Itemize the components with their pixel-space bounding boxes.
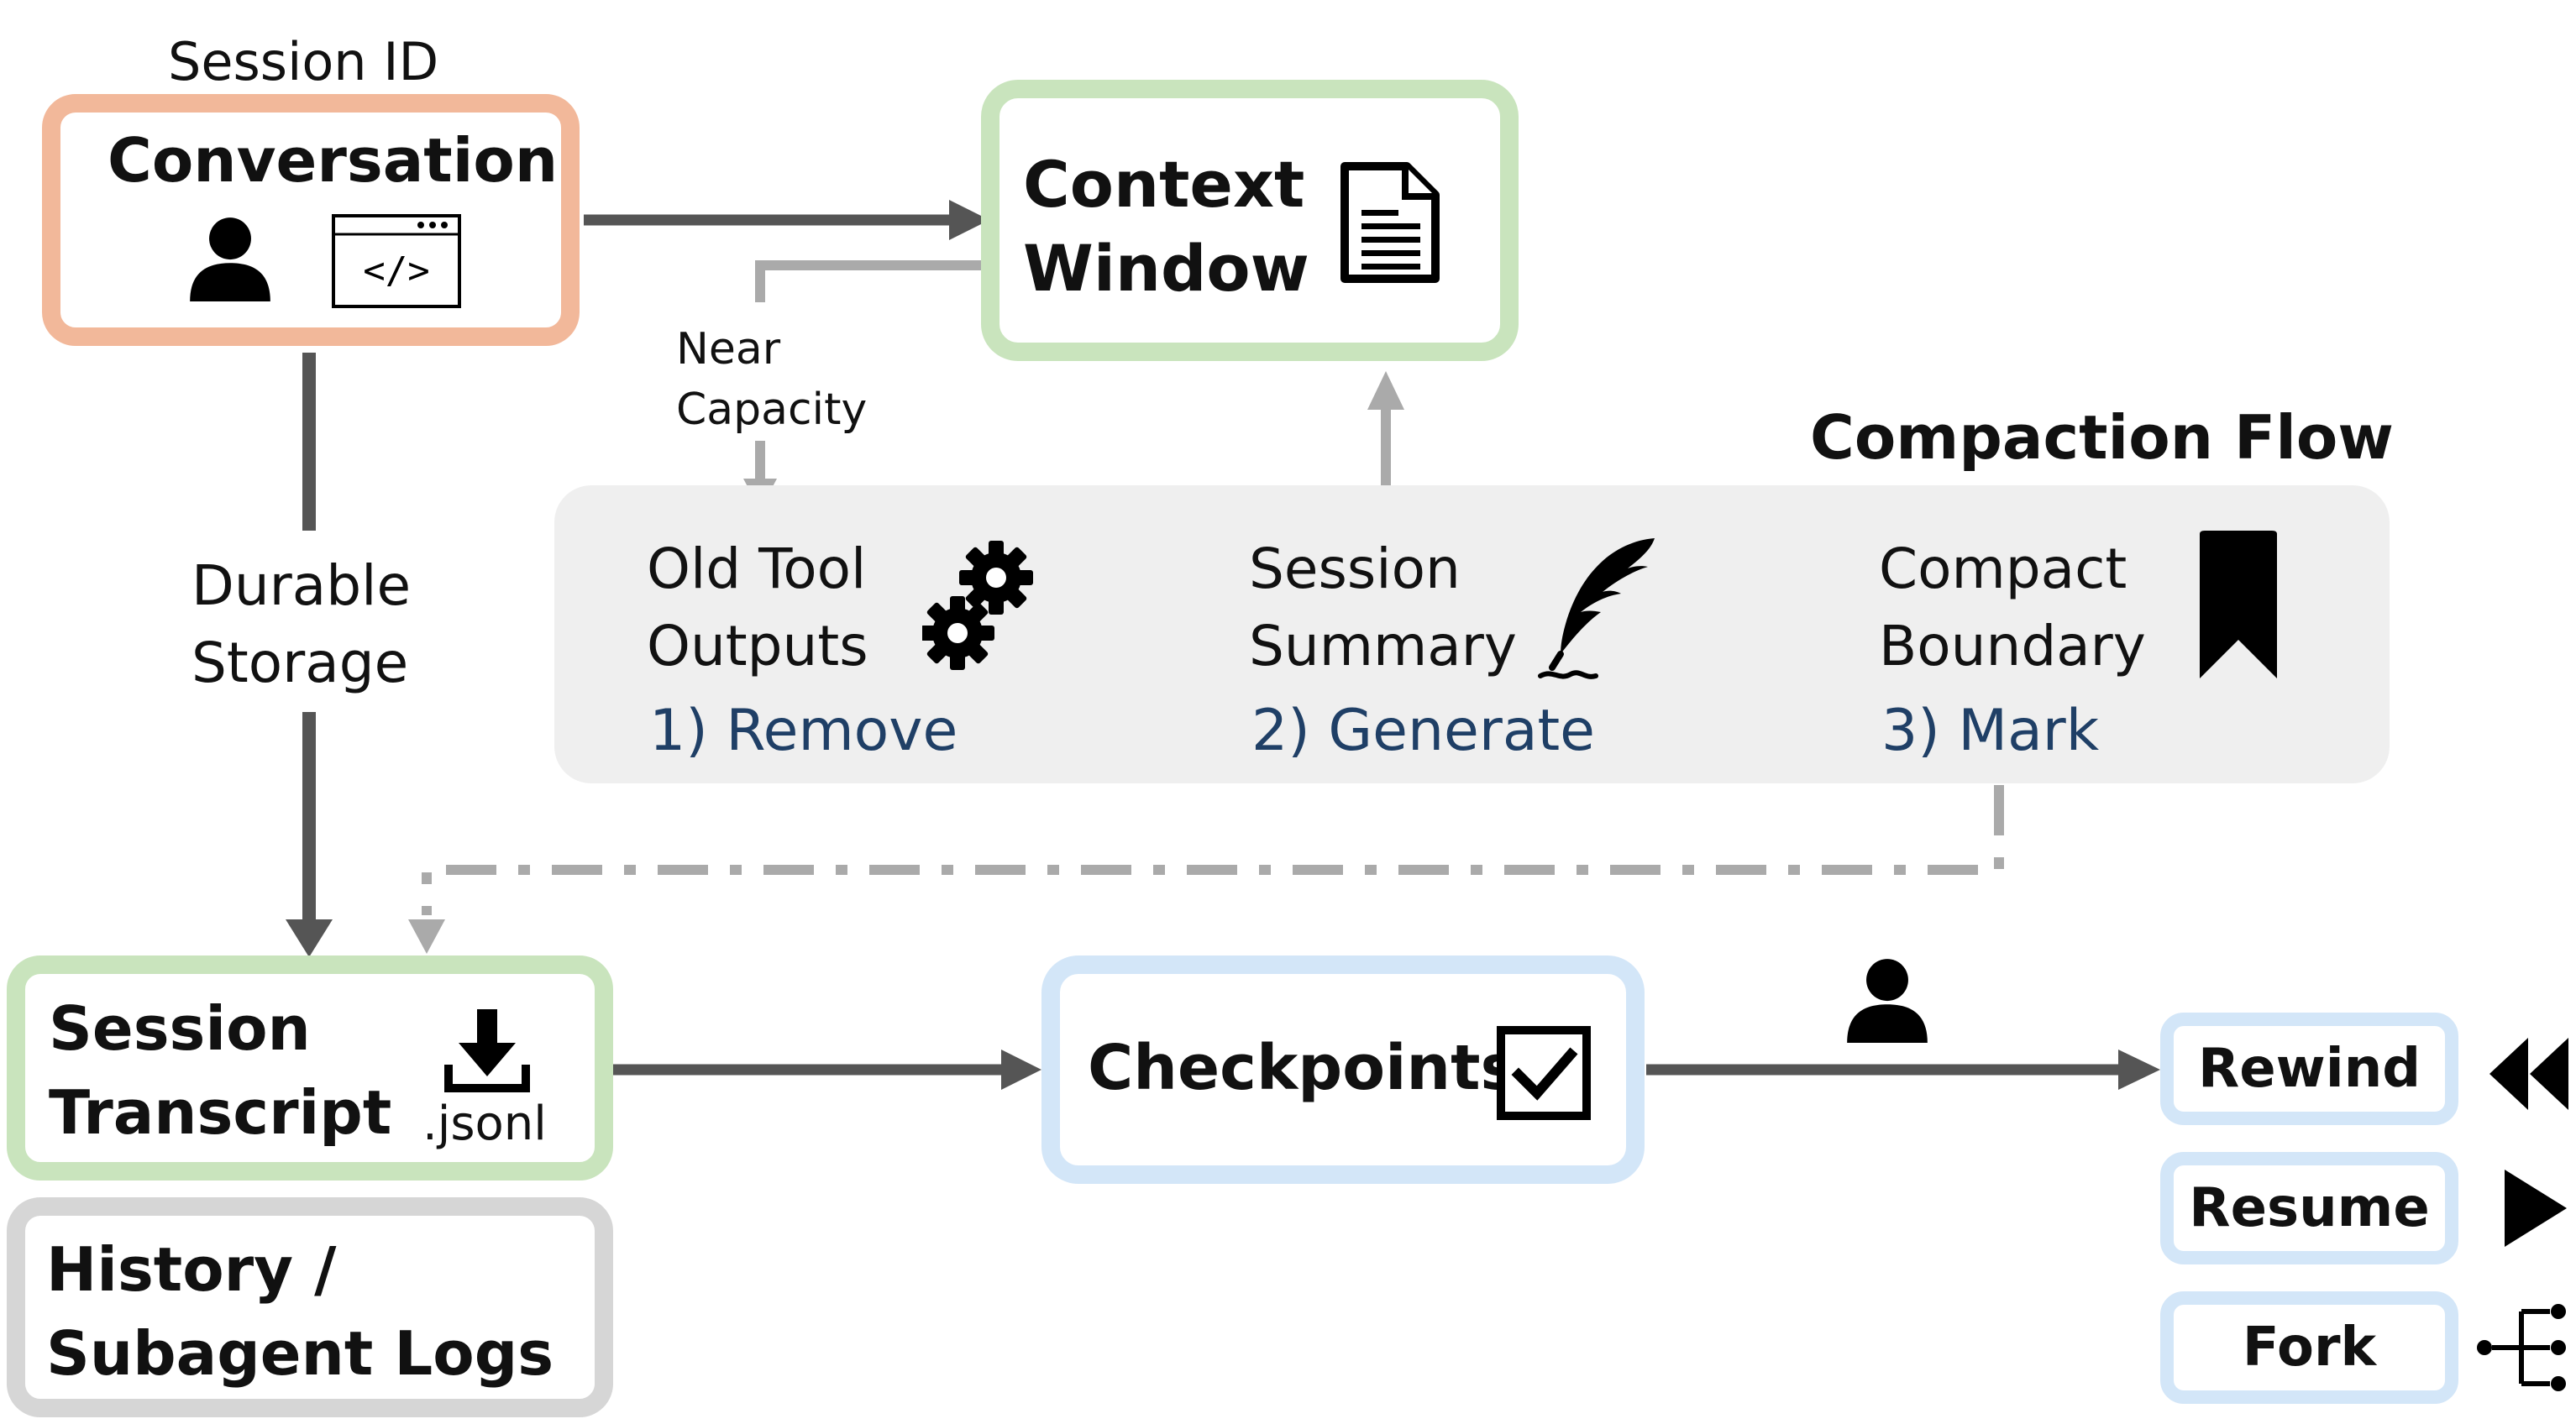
resume-label: Resume (2189, 1177, 2430, 1239)
context-window-title: Context Window (1023, 143, 1309, 311)
durable-storage-line2: Storage (191, 631, 409, 695)
fork-icon[interactable] (2476, 1300, 2572, 1395)
compaction-step-remove: Old Tool Outputs (647, 531, 868, 685)
step-generate-action: 2) Generate (1251, 698, 1595, 764)
download-icon (444, 1009, 530, 1092)
arrow-near-capacity (755, 260, 981, 302)
user-icon (190, 217, 270, 301)
quill-icon (1538, 538, 1655, 679)
step-remove-line1: Old Tool (647, 537, 867, 601)
near-capacity-label: Near Capacity (676, 319, 867, 440)
conversation-title: Conversation (108, 125, 559, 196)
checkpoints-label: Checkpoints (1088, 1032, 1518, 1104)
durable-storage-line1: Durable (191, 553, 412, 618)
step-mark-line1: Compact (1879, 537, 2127, 601)
step-remove-line2: Outputs (647, 614, 868, 678)
history-logs-title: History / Subagent Logs (46, 1228, 553, 1395)
document-icon (1340, 162, 1440, 283)
resume-button[interactable]: Resume (2160, 1152, 2458, 1264)
near-capacity-line2: Capacity (676, 385, 868, 435)
step-generate-line1: Session (1249, 537, 1461, 601)
gears-icon (922, 541, 1033, 670)
fork-button[interactable]: Fork (2160, 1291, 2458, 1404)
bookmark-icon (2200, 531, 2277, 678)
near-capacity-line1: Near (676, 324, 781, 374)
compaction-flow-title: Compaction Flow (1810, 402, 2394, 473)
session-transcript-line2: Transcript (49, 1077, 392, 1148)
step-mark-action: 3) Mark (1881, 698, 2100, 764)
history-line2: Subagent Logs (46, 1318, 554, 1389)
history-logs-box (7, 1197, 613, 1417)
conversation-box (42, 94, 580, 346)
step-mark-line2: Boundary (1879, 614, 2146, 678)
rewind-icon[interactable] (2488, 1038, 2570, 1110)
checkbox-checked-icon (1497, 1026, 1591, 1120)
rewind-button[interactable]: Rewind (2160, 1013, 2458, 1125)
context-window-line2: Window (1023, 231, 1309, 306)
step-generate-line2: Summary (1249, 614, 1517, 678)
compaction-flow-panel (554, 485, 2390, 783)
arrow-boundary-to-transcript (422, 785, 2004, 915)
session-transcript-box (7, 955, 613, 1181)
jsonl-label: .jsonl (422, 1097, 547, 1151)
history-line1: History / (46, 1234, 337, 1305)
durable-storage-label: Durable Storage (191, 547, 411, 702)
svg-text:</>: </> (363, 249, 429, 292)
session-transcript-line1: Session (49, 993, 311, 1064)
session-transcript-title: Session Transcript (49, 987, 391, 1154)
step-remove-action: 1) Remove (649, 698, 958, 764)
fork-label: Fork (2242, 1317, 2377, 1379)
rewind-label: Rewind (2197, 1038, 2421, 1100)
user-icon-resume (1847, 959, 1928, 1043)
context-window-line1: Context (1023, 147, 1305, 222)
session-id-label: Session ID (168, 31, 439, 92)
arrowhead-context (949, 200, 989, 240)
code-window-icon: </> (332, 214, 461, 308)
play-icon[interactable] (2503, 1170, 2568, 1247)
compaction-step-mark: Compact Boundary (1879, 531, 2146, 685)
compaction-step-generate: Session Summary (1249, 531, 1517, 685)
